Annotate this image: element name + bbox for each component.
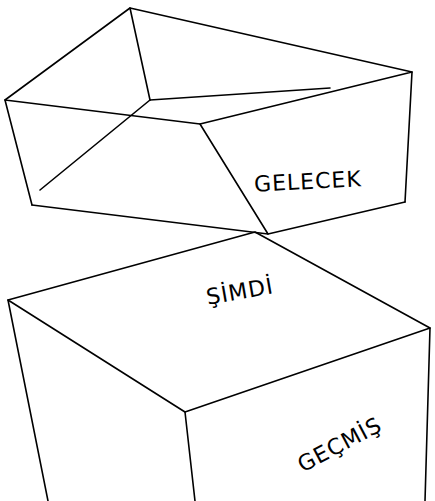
box-outline — [0, 228, 435, 501]
box-edge — [150, 88, 330, 100]
box-edge — [425, 328, 430, 501]
box-edge — [405, 72, 412, 202]
box-edge — [130, 8, 150, 100]
box-edge — [40, 100, 150, 190]
box-label: GEÇMİŞ — [294, 414, 385, 476]
open-box: GELECEK — [0, 0, 435, 245]
box-label: ŞİMDİ — [205, 275, 276, 308]
box-edge — [8, 300, 48, 501]
box-edge — [5, 100, 32, 205]
box-label: GELECEK — [254, 168, 363, 196]
box-edge — [185, 412, 195, 501]
closed-box: ŞİMDİ GEÇMİŞ — [0, 228, 435, 501]
box-outline — [0, 0, 435, 245]
box-edge — [8, 232, 430, 412]
box-edge — [32, 202, 405, 234]
box-edge — [5, 8, 412, 124]
